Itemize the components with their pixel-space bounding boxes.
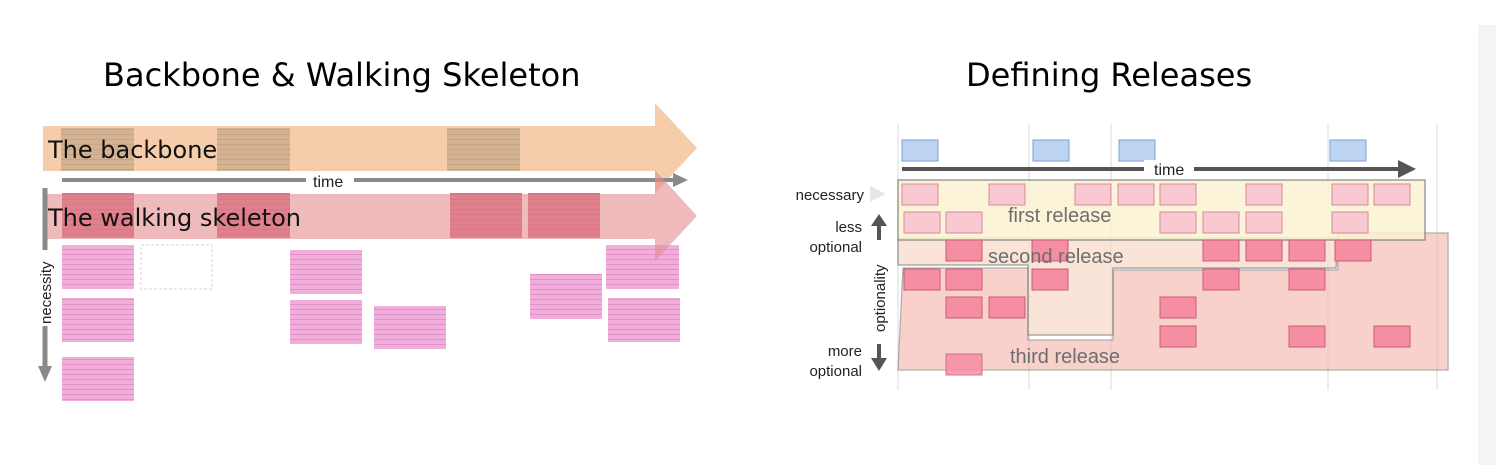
story-cards — [62, 244, 680, 401]
story-card — [290, 300, 362, 344]
necessity-label: necessity — [38, 261, 55, 324]
story-card — [945, 353, 983, 376]
first-release-label: first release — [1008, 205, 1111, 227]
necessary-label: necessary — [796, 187, 865, 204]
story-card — [1331, 183, 1369, 206]
story-card-blank — [140, 244, 213, 290]
story-card — [945, 268, 983, 291]
walking-skeleton-arrow — [43, 170, 697, 261]
edge-strip — [1478, 25, 1496, 465]
story-card — [290, 250, 362, 294]
down-arrow-icon — [871, 358, 887, 371]
story-card — [1245, 239, 1283, 262]
necessity-arrowhead — [38, 366, 52, 382]
story-card — [1074, 183, 1112, 206]
story-card — [530, 274, 602, 319]
releases-diagram: time — [796, 124, 1449, 390]
up-arrow-icon — [871, 214, 887, 226]
backbone-walking-skeleton-panel: Backbone & Walking Skeleton — [0, 0, 740, 465]
story-card — [945, 211, 983, 234]
optionality-label: optionality — [872, 264, 889, 332]
backbone-card — [61, 128, 134, 171]
story-card — [608, 298, 680, 342]
story-card — [1373, 183, 1411, 206]
activity-cards — [901, 139, 1367, 162]
story-card — [901, 183, 939, 206]
story-card — [1031, 268, 1069, 291]
story-card — [1373, 325, 1411, 348]
necessary-pointer-icon — [870, 186, 886, 202]
time-label: time — [1154, 162, 1184, 179]
story-card — [1331, 211, 1369, 234]
walking-skeleton-label: The walking skeleton — [47, 204, 301, 232]
activity-card — [901, 139, 939, 162]
backbone-diagram: The backbone time The walking skeleton n… — [38, 103, 697, 401]
story-card — [1159, 183, 1197, 206]
time-label: time — [313, 174, 343, 191]
activity-card — [1329, 139, 1367, 162]
story-card — [988, 183, 1026, 206]
story-card — [1245, 211, 1283, 234]
story-card — [62, 357, 134, 401]
time-arrowhead — [673, 173, 688, 187]
story-card — [1159, 211, 1197, 234]
less-optional-line1: less — [835, 219, 862, 236]
story-card — [1202, 268, 1240, 291]
story-card — [988, 296, 1026, 319]
time-arrowhead — [1398, 160, 1416, 178]
story-card — [374, 306, 446, 349]
backbone-arrow — [43, 103, 697, 193]
second-release-label: second release — [988, 246, 1124, 268]
story-card — [1159, 325, 1197, 348]
story-card — [62, 298, 134, 342]
activity-card — [1118, 139, 1156, 162]
story-card — [1031, 239, 1069, 262]
story-card — [945, 296, 983, 319]
defining-releases-panel: Defining Releases time — [740, 0, 1496, 465]
story-card — [1288, 268, 1326, 291]
story-card — [1159, 296, 1197, 319]
story-card — [1334, 239, 1372, 262]
story-card — [606, 245, 679, 289]
backbone-label: The backbone — [47, 136, 217, 164]
more-optional-line1: more — [828, 343, 862, 360]
story-card — [62, 245, 134, 289]
backbone-card — [217, 128, 290, 171]
story-card — [1117, 183, 1155, 206]
story-card — [1202, 211, 1240, 234]
story-card — [1288, 325, 1326, 348]
third-release-label: third release — [1010, 346, 1120, 368]
release-story-cards — [901, 183, 1411, 376]
more-optional-line2: optional — [809, 363, 862, 380]
activity-card — [1032, 139, 1070, 162]
story-card — [903, 211, 941, 234]
story-card — [903, 268, 941, 291]
right-panel-title: Defining Releases — [966, 56, 1253, 94]
story-card — [1288, 239, 1326, 262]
left-panel-title: Backbone & Walking Skeleton — [103, 56, 581, 94]
story-card — [1202, 239, 1240, 262]
story-card — [1245, 183, 1283, 206]
story-card — [945, 239, 983, 262]
less-optional-line2: optional — [809, 239, 862, 256]
backbone-card — [447, 128, 520, 171]
